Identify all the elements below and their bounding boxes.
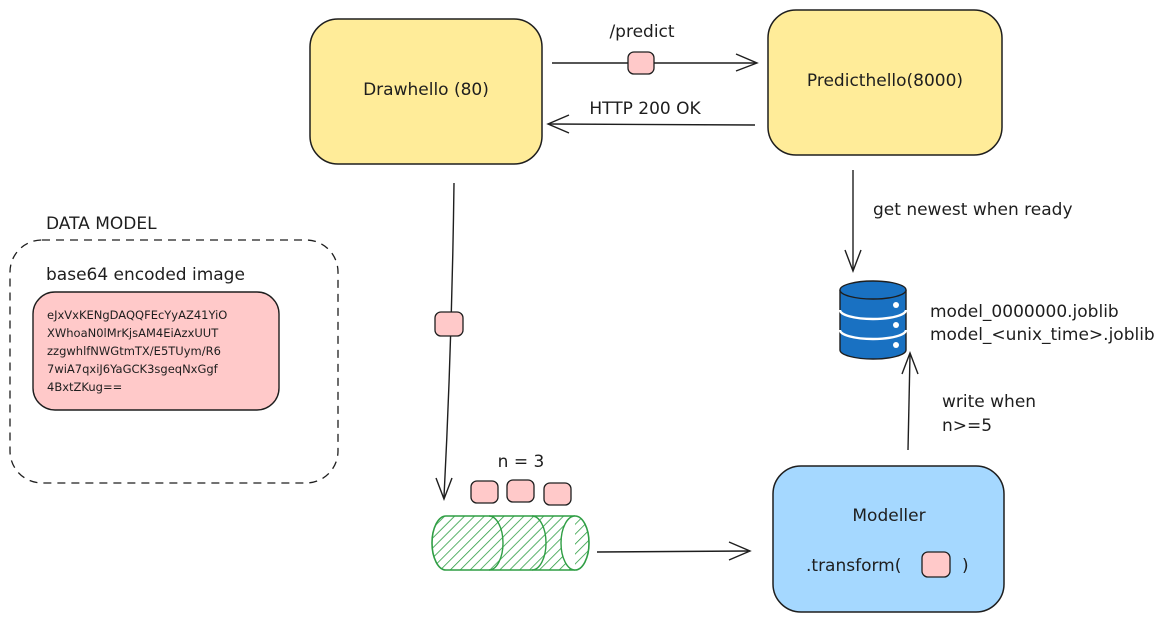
encoded-line: eJxVxKENgDAQQFEcYyAZ41YiO [47,308,227,322]
db-file-1: model_0000000.joblib [930,302,1119,322]
image-token [434,311,464,337]
drawhello-label: Drawhello (80) [363,80,489,100]
write-when-edge: write when n>=5 [901,351,1036,451]
modeller-label: Modeller [852,506,925,526]
data-model-title: DATA MODEL [46,214,157,234]
predict-label: /predict [609,22,674,42]
encoded-line: zzgwhlfNWGtmTX/E5TUym/R6 [47,344,221,358]
predicthello-node: Predicthello(8000) [767,9,1003,156]
write-when-label-1: write when [942,392,1036,412]
transform-label: .transform( [806,556,901,576]
transform-close: ) [962,556,969,576]
drawhello-to-queue-edge [434,182,464,501]
queue-token [543,482,572,506]
request-token [627,51,655,75]
predict-edge: /predict [552,22,759,75]
get-newest-label: get newest when ready [873,200,1073,220]
get-newest-edge: get newest when ready [844,170,1073,273]
encoded-image-box [32,291,280,411]
modeller-node: Modeller .transform( ) [772,465,1005,613]
data-model-group: DATA MODEL base64 encoded image eJxVxKEN… [9,214,339,484]
queue-to-modeller-edge [596,541,752,561]
db-file-2: model_<unix_time>.joblib [930,325,1155,345]
queue: n = 3 [431,452,590,571]
encoded-line: 7wiA7qxiJ6YaGCK3sgeqNxGgf [47,362,219,376]
queue-token [470,480,499,504]
drawhello-node: Drawhello (80) [309,18,543,165]
encoded-line: XWhoaN0lMrKjsAM4EiAzxUUT [47,326,219,340]
transform-token [921,551,951,578]
http-ok-edge: HTTP 200 OK [546,99,756,134]
predicthello-label: Predicthello(8000) [807,71,963,91]
database-icon [838,280,908,360]
http-ok-label: HTTP 200 OK [589,99,701,119]
write-when-label-2: n>=5 [942,416,992,436]
encoded-line: 4BxtZKug== [47,380,122,394]
data-model-subtitle: base64 encoded image [46,265,245,285]
queue-token [506,479,535,503]
queue-count-label: n = 3 [498,452,545,472]
